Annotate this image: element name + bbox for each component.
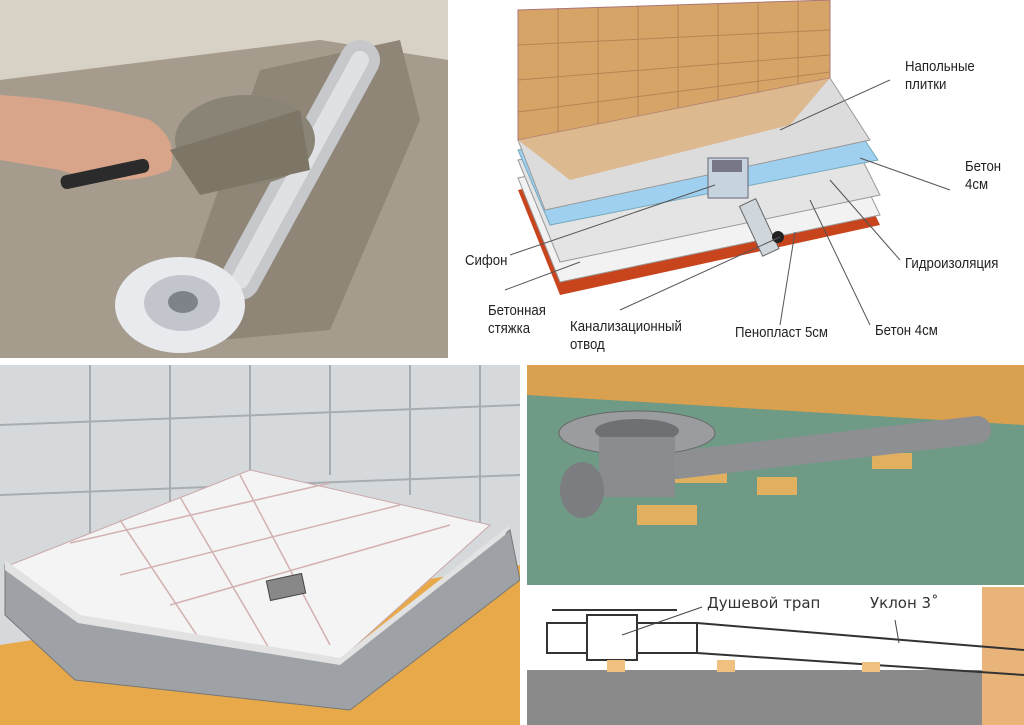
label-sewer-outlet: Канализационный отвод: [570, 318, 682, 353]
label-foam: Пенопласт 5см: [735, 324, 828, 341]
label-concrete-bottom: Бетон 4см: [875, 322, 938, 339]
tiled-tray-panel: [0, 365, 520, 725]
drain-render-illustration: [527, 365, 1024, 725]
label-waterproofing: Гидроизоляция: [905, 255, 999, 272]
layer-cross-section-diagram: [504, 0, 951, 326]
photo-screed-panel: [0, 0, 448, 358]
label-concrete-top: Бетон 4см: [965, 158, 1002, 193]
label-floor-tiles: Напольные плитки: [905, 58, 975, 93]
label-slope: Уклон 3˚: [870, 594, 939, 612]
label-shower-drain: Душевой трап: [707, 594, 821, 612]
photo-screed-illustration: [0, 0, 448, 358]
label-siphon: Сифон: [465, 252, 508, 269]
layer-diagram-panel: Напольные плитки Бетон 4см Сифон Гидроиз…: [450, 0, 1024, 358]
label-screed: Бетонная стяжка: [488, 302, 546, 337]
tiled-tray-illustration: [0, 365, 520, 725]
drain-render-panel: Душевой трап Уклон 3˚: [527, 365, 1024, 725]
